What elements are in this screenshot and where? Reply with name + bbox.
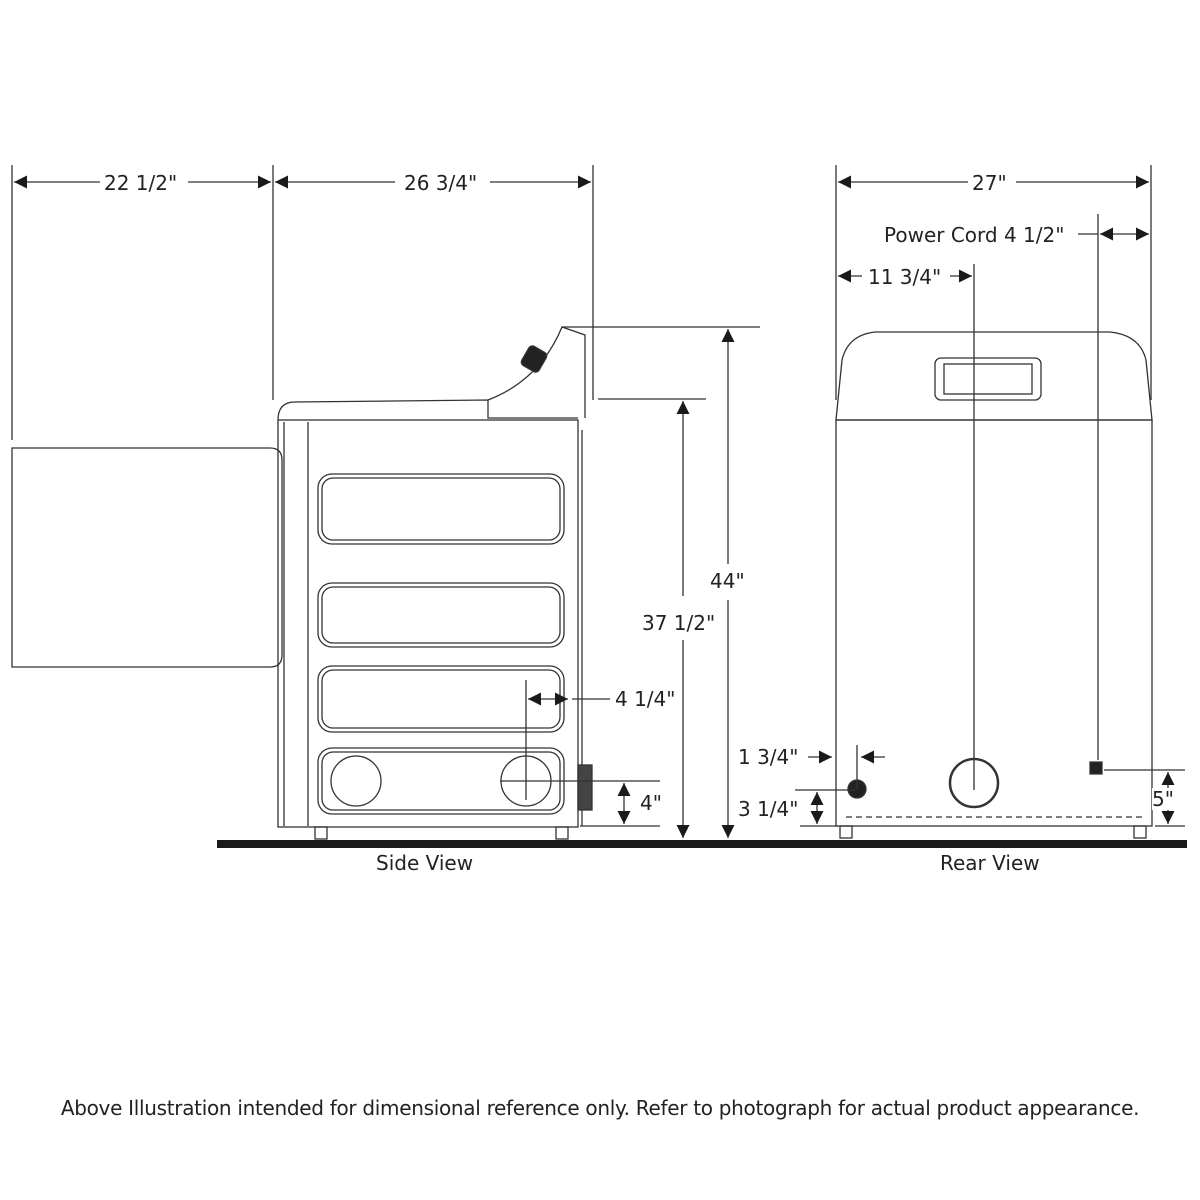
rear-cabinet <box>835 331 1153 421</box>
dim-cabinet-depth: 26 3/4" <box>400 172 482 194</box>
dim-door-open-depth: 22 1/2" <box>100 172 182 194</box>
dim-gas-height: 3 1/4" <box>734 798 803 820</box>
dim-gas-from-side: 1 3/4" <box>734 746 803 768</box>
open-door <box>11 447 283 668</box>
caption-side-view: Side View <box>376 851 474 875</box>
caption-rear-view: Rear View <box>940 851 1040 875</box>
dim-cord-height: 5" <box>1152 787 1174 811</box>
side-cabinet <box>277 419 579 828</box>
dim-width: 27" <box>968 172 1011 194</box>
dim-vent-from-back: 4 1/4" <box>611 688 680 710</box>
dim-top-height: 37 1/2" <box>638 612 720 634</box>
dim-power-cord: Power Cord 4 1/2" <box>880 224 1069 246</box>
dim-overall-height: 44" <box>706 570 749 592</box>
floor-line <box>217 840 1187 848</box>
dim-vent-height: 4" <box>636 792 666 814</box>
footnote: Above Illustration intended for dimensio… <box>60 1096 1140 1120</box>
dim-vent-from-side: 11 3/4" <box>864 266 946 288</box>
